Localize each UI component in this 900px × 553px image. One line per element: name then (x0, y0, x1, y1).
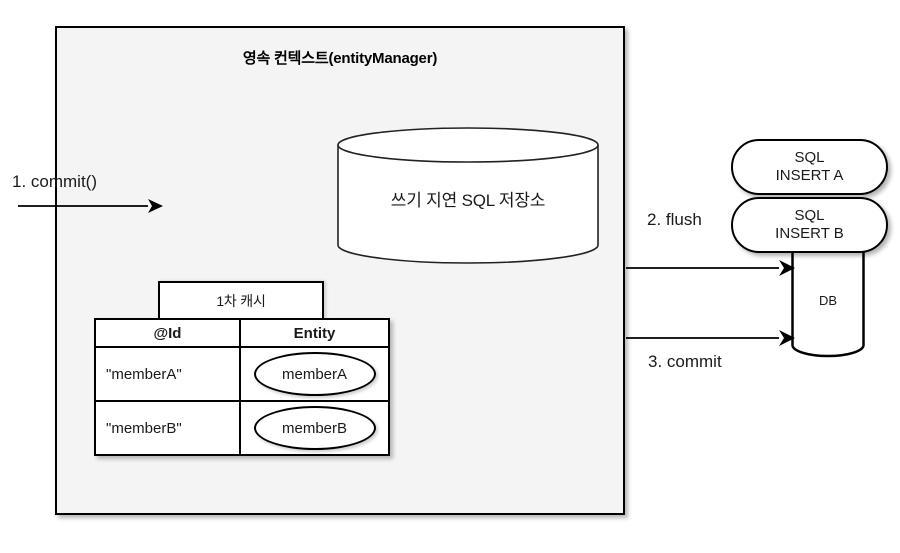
commit-arrow (18, 196, 164, 216)
cell-entity: memberB (239, 400, 390, 456)
sql-insert-b-line1: SQL (794, 207, 825, 224)
first-level-cache-tab: 1차 캐시 (158, 281, 324, 319)
flush-arrow (626, 258, 796, 278)
cell-id: "memberB" (94, 400, 241, 456)
table-header-row: @Id Entity (94, 318, 390, 348)
entity-ellipse: memberB (253, 406, 376, 450)
column-header-id: @Id (94, 318, 241, 348)
commit-arrow-label: 1. commit() (12, 172, 97, 191)
cell-id: "memberA" (94, 346, 241, 402)
column-header-entity: Entity (239, 318, 390, 348)
sql-insert-a-pill: SQL INSERT A (731, 139, 888, 195)
table-row: "memberB" memberB (94, 400, 390, 456)
db-commit-arrow-label: 3. commit (648, 352, 722, 371)
sql-insert-a-line1: SQL (794, 149, 825, 166)
db-commit-arrow (626, 328, 796, 348)
database-label: DB (818, 293, 838, 308)
cell-entity: memberA (239, 346, 390, 402)
sql-insert-a-line2: INSERT A (775, 167, 844, 184)
flush-arrow-label: 2. flush (647, 210, 702, 229)
write-behind-sql-store-label: 쓰기 지연 SQL 저장소 (390, 191, 546, 210)
first-level-cache-table: @Id Entity "memberA" memberA "memberB" m… (94, 318, 390, 456)
write-behind-sql-store-cylinder (337, 127, 599, 264)
sql-insert-b-line2: INSERT B (775, 225, 844, 242)
persistence-context-title: 영속 컨텍스트(entityManager) (242, 50, 438, 67)
entity-ellipse: memberA (253, 352, 376, 396)
sql-insert-b-pill: SQL INSERT B (731, 197, 888, 253)
table-row: "memberA" memberA (94, 346, 390, 402)
first-level-cache-tab-label: 1차 캐시 (216, 293, 266, 309)
